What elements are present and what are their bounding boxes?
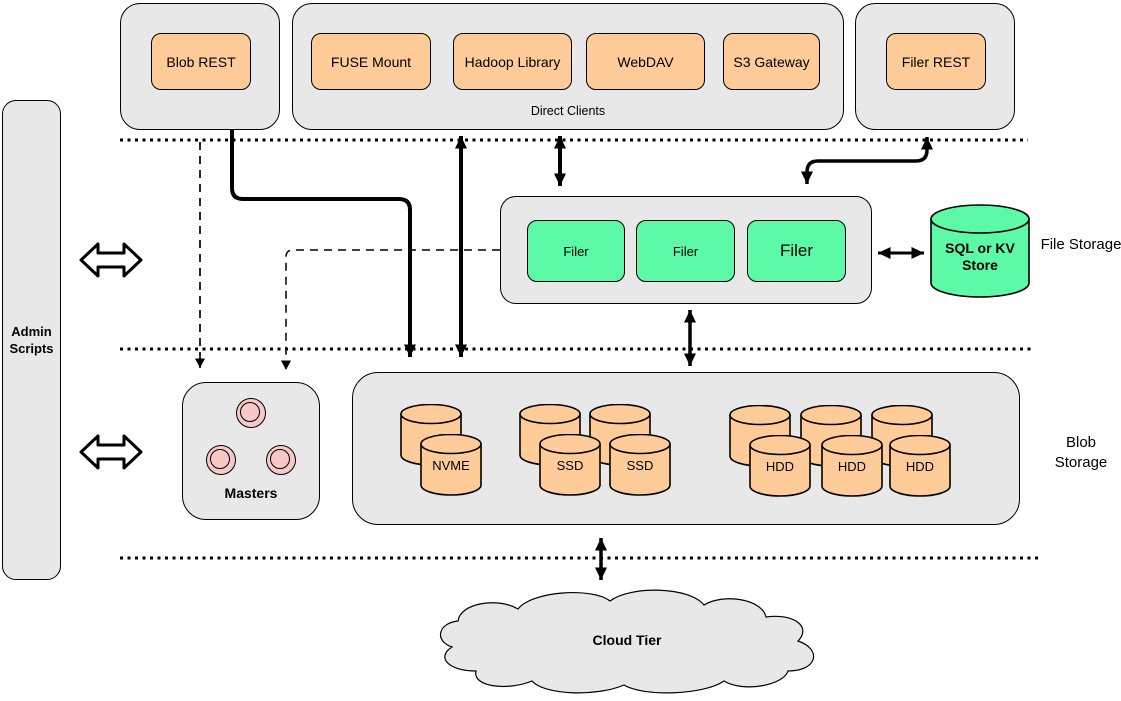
sql-kv-store-cylinder: SQL or KV Store — [930, 204, 1030, 300]
direct-clients-label: Direct Clients — [530, 104, 606, 118]
cloud-tier-shape — [440, 589, 815, 694]
webdav-node: WebDAV — [586, 33, 705, 90]
admin-scripts-label: Admin Scripts — [9, 324, 54, 356]
master-node-icon — [206, 445, 236, 475]
filer-node-2: Filer — [636, 220, 735, 282]
filer-group-container: Filer Filer Filer — [500, 196, 872, 304]
filer-node-3: Filer — [747, 220, 846, 282]
masters-label: Masters — [224, 485, 278, 501]
direct-clients-container: FUSE Mount Hadoop Library WebDAV S3 Gate… — [292, 3, 844, 130]
arrow-dashed-filer-to-masters — [281, 249, 500, 370]
hdd-disk-cylinder: HDD — [749, 435, 811, 497]
master-node-icon — [236, 398, 266, 428]
admin-sync-arrow-icon — [79, 242, 143, 278]
fuse-mount-node: FUSE Mount — [311, 33, 431, 90]
master-node-inner-circle — [210, 449, 230, 469]
hdd-disk-cylinder: HDD — [821, 435, 883, 497]
filer-node-1: Filer — [527, 220, 625, 282]
file-storage-tier-label: File Storage — [1040, 236, 1121, 253]
disk-label: HDD — [905, 459, 935, 474]
hdd-disk-cylinder: HDD — [889, 435, 951, 497]
s3-gateway-node: S3 Gateway — [723, 33, 820, 90]
blob-rest-node: Blob REST — [151, 33, 251, 90]
master-node-inner-circle — [240, 402, 260, 422]
filer-rest-container: Filer REST — [855, 3, 1015, 130]
master-node-icon — [266, 445, 296, 475]
cylinder-shape — [930, 204, 1030, 298]
disk-label: SSD — [626, 458, 654, 473]
disk-label: HDD — [765, 459, 795, 474]
disk-label: NVME — [432, 458, 470, 473]
admin-sync-arrow-icon — [79, 434, 143, 470]
cloud-tier-label: Cloud Tier — [592, 632, 662, 648]
hadoop-library-node: Hadoop Library — [453, 33, 572, 90]
nvme-disk-cylinder: NVME — [420, 434, 482, 496]
disk-label: SSD — [556, 458, 584, 473]
ssd-disk-cylinder: SSD — [539, 434, 601, 496]
ssd-disk-cylinder: SSD — [609, 434, 671, 496]
admin-scripts-bar: Admin Scripts — [2, 100, 61, 580]
sql-kv-store-label: SQL or KV Store — [945, 240, 1015, 273]
blob-storage-tier-label: Blob Storage — [1054, 434, 1108, 471]
arrow-blobrest-to-blobstorage — [230, 130, 416, 357]
master-node-inner-circle — [270, 449, 290, 469]
blob-rest-container: Blob REST — [120, 3, 280, 130]
masters-container: Masters — [182, 382, 320, 520]
filer-rest-node: Filer REST — [886, 33, 986, 90]
arrow-filerrest-filer — [801, 137, 933, 184]
disk-label: HDD — [837, 459, 867, 474]
